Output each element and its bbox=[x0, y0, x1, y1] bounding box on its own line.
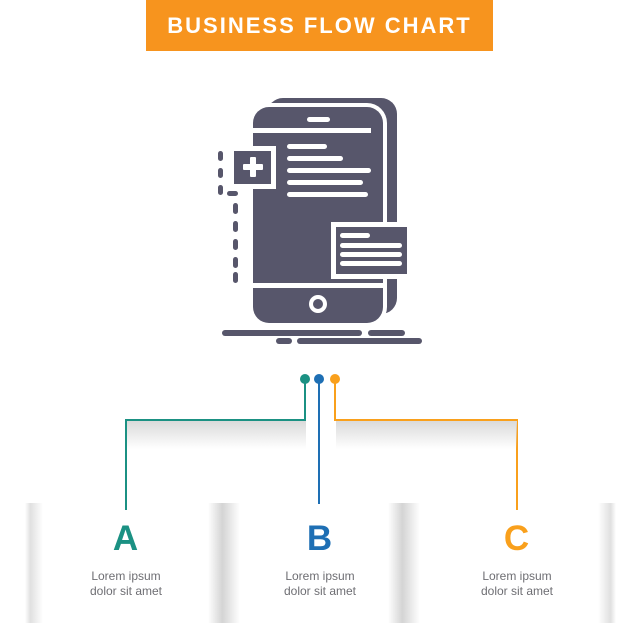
dashed-path-dash bbox=[218, 185, 223, 195]
connector-line-b bbox=[318, 383, 320, 504]
ground-shadow-line bbox=[368, 330, 405, 336]
popup-text-line bbox=[340, 233, 370, 238]
title-banner: BUSINESS FLOW CHART bbox=[146, 0, 493, 51]
ground-shadow-line bbox=[222, 330, 362, 336]
dashed-path-dash bbox=[233, 239, 238, 250]
connector-line-a bbox=[125, 419, 306, 421]
step-c-description-line2: dolor sit amet bbox=[480, 584, 554, 598]
step-b-description-line1: Lorem ipsum bbox=[285, 569, 355, 583]
plus-icon bbox=[250, 157, 256, 177]
panel-crease-shadow bbox=[208, 503, 240, 623]
step-a-description: Lorem ipsum dolor sit amet bbox=[46, 569, 206, 599]
connector-line-c bbox=[334, 419, 518, 421]
dashed-path-dash bbox=[227, 191, 238, 196]
connector-dot-b bbox=[314, 374, 324, 384]
screen-header-divider bbox=[253, 128, 371, 133]
popup-text-line bbox=[340, 261, 402, 266]
dashed-path-dash bbox=[233, 257, 238, 268]
popup-text-line bbox=[340, 243, 402, 248]
paper-shadow bbox=[336, 421, 517, 449]
connector-dot-c bbox=[330, 374, 340, 384]
phone-body bbox=[253, 107, 383, 323]
dashed-path-dash bbox=[233, 203, 238, 214]
dashed-path-dash bbox=[233, 272, 238, 283]
dashed-path-dash bbox=[218, 151, 223, 161]
step-a-description-line1: Lorem ipsum bbox=[91, 569, 161, 583]
page-title: BUSINESS FLOW CHART bbox=[167, 12, 472, 38]
connector-dot-a bbox=[300, 374, 310, 384]
dashed-path-dash bbox=[218, 168, 223, 178]
step-b-description-line2: dolor sit amet bbox=[283, 584, 357, 598]
step-b-description: Lorem ipsum dolor sit amet bbox=[240, 569, 400, 599]
phone-speaker bbox=[307, 117, 330, 122]
connector-line-a bbox=[125, 419, 127, 510]
step-b: B Lorem ipsum dolor sit amet bbox=[240, 519, 400, 599]
panel-edge-shadow bbox=[25, 503, 43, 623]
connector-line-c bbox=[516, 419, 518, 510]
panel-crease-shadow bbox=[388, 503, 420, 623]
popup-text-line bbox=[340, 252, 402, 257]
step-a-description-line2: dolor sit amet bbox=[89, 584, 163, 598]
screen-text-line bbox=[287, 156, 343, 161]
step-c-description-line1: Lorem ipsum bbox=[482, 569, 552, 583]
step-c-letter: C bbox=[503, 519, 531, 558]
screen-text-line bbox=[287, 168, 371, 173]
panel-edge-shadow bbox=[598, 503, 616, 623]
paper-shadow bbox=[127, 421, 306, 449]
step-b-letter: B bbox=[306, 519, 334, 558]
screen-text-line bbox=[287, 144, 327, 149]
home-button-icon bbox=[309, 295, 327, 313]
screen-text-line bbox=[287, 192, 368, 197]
dashed-path-dash bbox=[233, 221, 238, 232]
step-a: A Lorem ipsum dolor sit amet bbox=[46, 519, 206, 599]
screen-text-line bbox=[287, 180, 363, 185]
step-a-letter: A bbox=[112, 519, 140, 558]
connector-line-c bbox=[334, 383, 336, 421]
ground-shadow-line bbox=[297, 338, 422, 344]
ground-shadow-line bbox=[276, 338, 292, 344]
step-c-description: Lorem ipsum dolor sit amet bbox=[437, 569, 597, 599]
connector-line-a bbox=[304, 383, 306, 421]
step-c: C Lorem ipsum dolor sit amet bbox=[437, 519, 597, 599]
bezel-divider bbox=[253, 283, 383, 288]
